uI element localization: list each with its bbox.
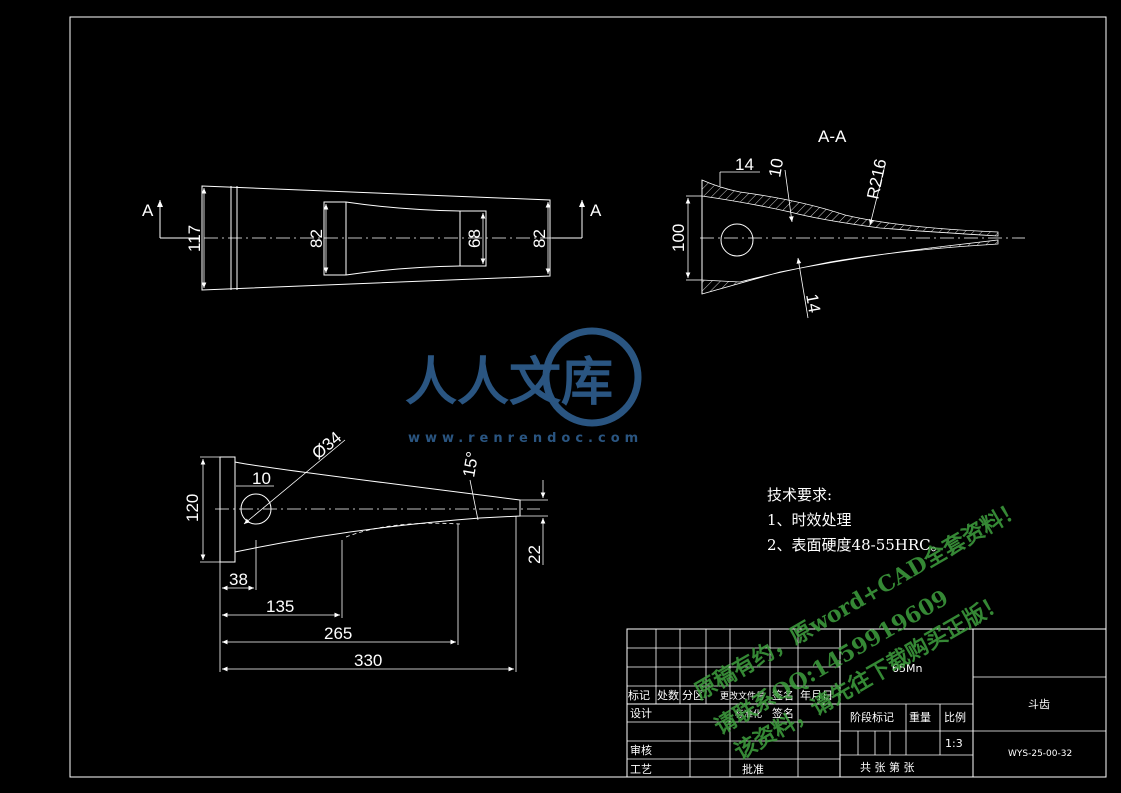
- watermark-brand: 人人文库 www.renrendoc.com: [405, 327, 643, 446]
- watermark-url: www.renrendoc.com: [408, 431, 643, 446]
- dim-68: 68: [465, 229, 484, 248]
- dim-82-left: 82: [307, 229, 326, 248]
- notes-line-1: 1、时效处理: [767, 511, 852, 529]
- section-title: A-A: [818, 127, 847, 146]
- dim-120: 120: [183, 494, 202, 522]
- row-sign: 签名: [772, 706, 794, 720]
- dim-14-bottom: 14: [802, 292, 824, 314]
- dim-135: 135: [266, 597, 294, 616]
- material: 65Mn: [892, 662, 922, 675]
- watermark-brand-text: 人人文库: [405, 353, 613, 413]
- dim-100: 100: [669, 224, 688, 252]
- sheet-count: 共 张 第 张: [860, 760, 915, 774]
- row-review: 审核: [630, 743, 652, 757]
- dim-117: 117: [185, 225, 204, 252]
- watermark-logo-icon: [542, 327, 642, 427]
- drawing-number: WYS-25-00-32: [1008, 749, 1072, 759]
- hdr-zone: 分区: [682, 689, 704, 702]
- drawing-frame: [69, 16, 1107, 778]
- dim-38: 38: [229, 570, 248, 589]
- weight-label: 重量: [909, 710, 931, 724]
- top-view: A A 117 82 68 82: [142, 185, 602, 291]
- row-standard: 标准化: [735, 708, 762, 720]
- angle-15: 15°: [459, 450, 482, 479]
- section-mark-left: A: [142, 201, 154, 220]
- row-design: 设计: [630, 707, 652, 720]
- radius-216: R216: [863, 157, 890, 201]
- part-name: 斗齿: [1028, 698, 1050, 711]
- dim-14-top: 14: [735, 155, 754, 174]
- hdr-date: 年月日: [800, 688, 833, 702]
- hdr-sign: 签名: [772, 688, 794, 702]
- ratio-label: 比例: [944, 710, 966, 724]
- notes-line-2: 2、表面硬度48-55HRC。: [767, 536, 946, 554]
- section-view: A-A 100 14 10 R216 14: [669, 127, 1025, 319]
- row-process: 工艺: [630, 763, 652, 776]
- side-view: 15° Ø34 10 120 22 38 135 265 330: [183, 428, 548, 672]
- hdr-count: 处数: [657, 689, 679, 702]
- title-block: 标记 处数 分区 更改文件号 签名 年月日 设计 标准化 签名 审核 工艺 批准…: [626, 628, 1107, 778]
- hdr-docno: 更改文件号: [720, 690, 765, 702]
- dim-330: 330: [354, 651, 382, 670]
- dim-82-right: 82: [530, 229, 549, 248]
- dim-10: 10: [765, 157, 787, 179]
- promo-line-3: 该资料，请先往下载购买正版！: [730, 589, 1010, 766]
- scale-value: 1:3: [945, 737, 963, 750]
- dim-22: 22: [525, 545, 544, 564]
- notes-heading: 技术要求:: [767, 486, 832, 504]
- row-approve: 批准: [742, 762, 764, 776]
- dim-10-side: 10: [252, 469, 271, 488]
- technical-requirements: 技术要求: 1、时效处理 2、表面硬度48-55HRC。: [767, 486, 946, 554]
- section-mark-right: A: [590, 201, 602, 220]
- hdr-mark: 标记: [628, 688, 650, 702]
- stage-mark: 阶段标记: [850, 710, 894, 724]
- dim-phi34: Ø34: [308, 428, 345, 463]
- dim-265: 265: [324, 624, 352, 643]
